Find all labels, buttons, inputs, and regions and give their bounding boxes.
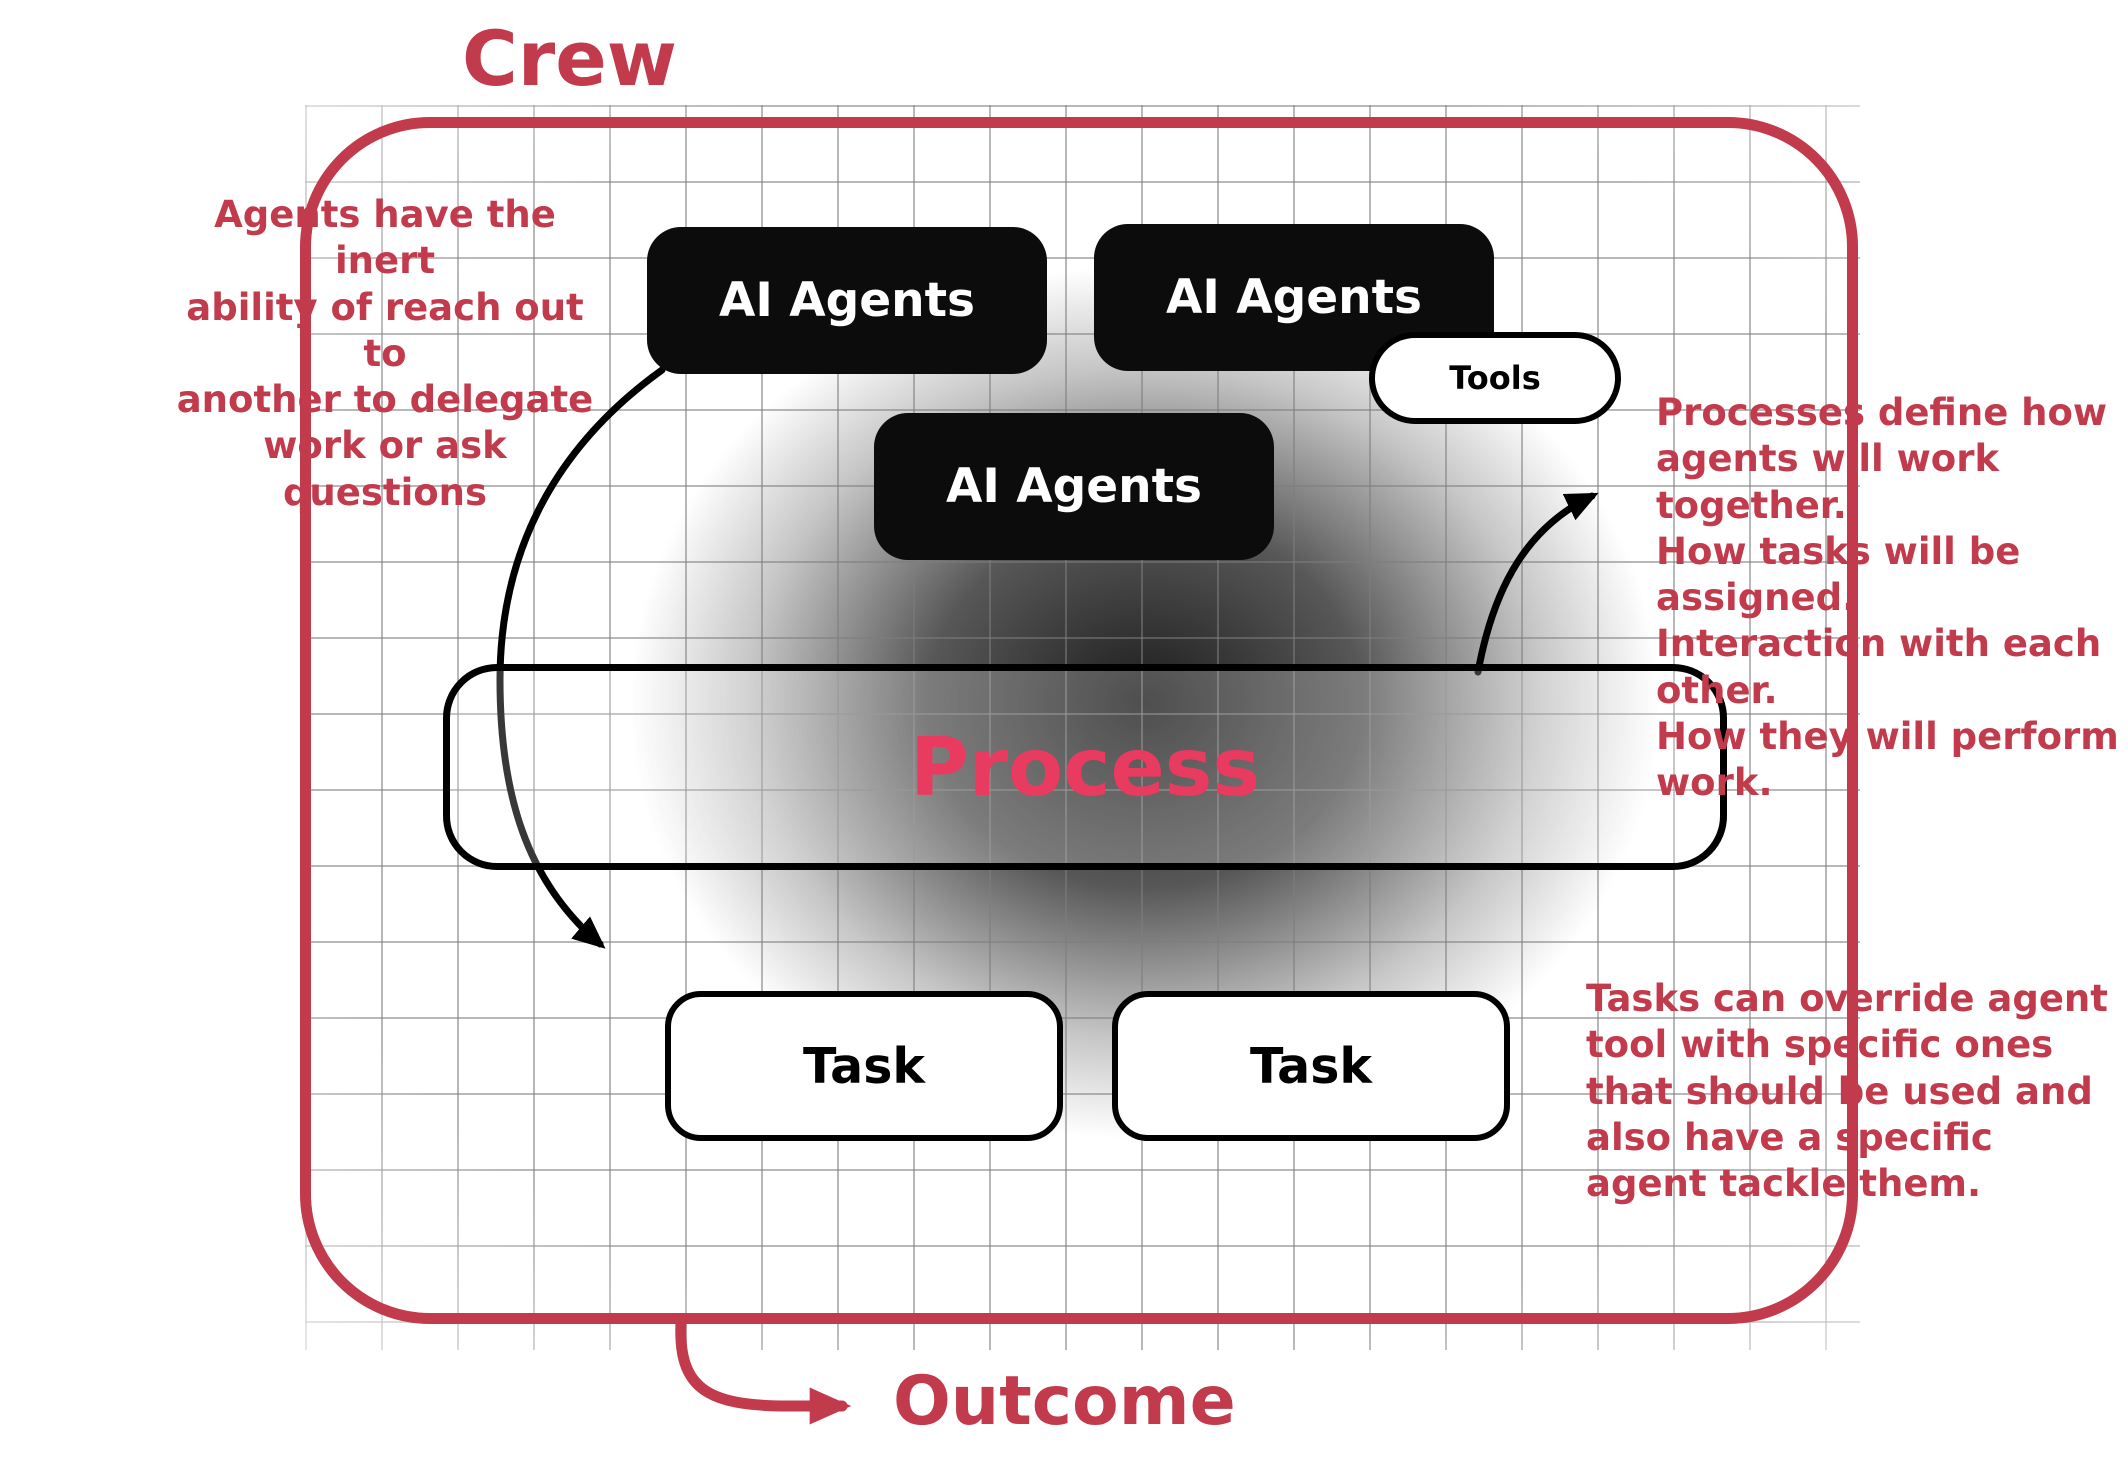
tools-label: Tools bbox=[1449, 359, 1541, 397]
outcome-label: Outcome bbox=[893, 1362, 1236, 1441]
tools-box: Tools bbox=[1369, 332, 1621, 424]
ai-agents-label-3: AI Agents bbox=[945, 459, 1203, 514]
crew-title: Crew bbox=[462, 14, 678, 103]
ai-agents-label-1: AI Agents bbox=[718, 273, 976, 328]
crew-boundary bbox=[300, 117, 1858, 1324]
ai-agents-box-3: AI Agents bbox=[874, 413, 1274, 560]
annotation-tasks: Tasks can override agent tool with speci… bbox=[1586, 977, 2108, 1205]
task-label-2: Task bbox=[1250, 1037, 1372, 1095]
task-box-1: Task bbox=[665, 991, 1063, 1141]
task-label-1: Task bbox=[803, 1037, 925, 1095]
process-box: Process bbox=[443, 664, 1727, 870]
annotation-delegation: Agents have the inert ability of reach o… bbox=[176, 193, 594, 514]
ai-agents-box-1: AI Agents bbox=[647, 227, 1047, 374]
annotation-process: Processes define how agents will work to… bbox=[1656, 391, 2119, 804]
process-label: Process bbox=[910, 720, 1260, 814]
task-box-2: Task bbox=[1112, 991, 1510, 1141]
ai-agents-label-2: AI Agents bbox=[1165, 270, 1423, 325]
